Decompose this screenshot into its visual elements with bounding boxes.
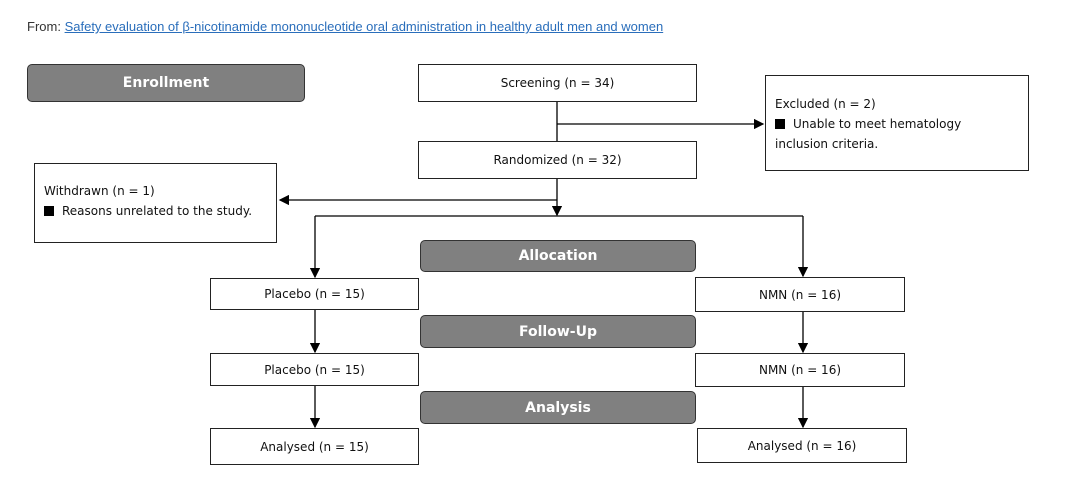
screening-box: Screening (n = 34) <box>418 64 697 102</box>
excluded-title: Excluded (n = 2) <box>775 97 876 111</box>
nmn-analysed-box: Analysed (n = 16) <box>697 428 907 463</box>
nmn-followup-box: NMN (n = 16) <box>695 353 905 387</box>
bullet-square-icon <box>44 206 54 216</box>
withdrawn-reason: Reasons unrelated to the study. <box>62 204 253 218</box>
nmn-allocation-box: NMN (n = 16) <box>695 277 905 312</box>
from-label: From: <box>27 19 61 34</box>
article-link[interactable]: Safety evaluation of β-nicotinamide mono… <box>64 19 664 34</box>
excluded-box: Excluded (n = 2) Unable to meet hematolo… <box>765 75 1029 171</box>
stage-analysis: Analysis <box>420 391 696 424</box>
excluded-reason: Unable to meet hematology <box>793 117 962 131</box>
source-line: From: Safety evaluation of β-nicotinamid… <box>27 19 663 34</box>
bullet-square-icon <box>775 119 785 129</box>
stage-enrollment: Enrollment <box>27 64 305 102</box>
withdrawn-box: Withdrawn (n = 1) Reasons unrelated to t… <box>34 163 277 243</box>
placebo-followup-box: Placebo (n = 15) <box>210 353 419 386</box>
withdrawn-title: Withdrawn (n = 1) <box>44 184 155 198</box>
excluded-reason-cont: inclusion criteria. <box>775 137 879 151</box>
placebo-allocation-box: Placebo (n = 15) <box>210 278 419 310</box>
randomized-box: Randomized (n = 32) <box>418 141 697 179</box>
placebo-analysed-box: Analysed (n = 15) <box>210 428 419 465</box>
stage-follow-up: Follow-Up <box>420 315 696 348</box>
stage-allocation: Allocation <box>420 240 696 272</box>
